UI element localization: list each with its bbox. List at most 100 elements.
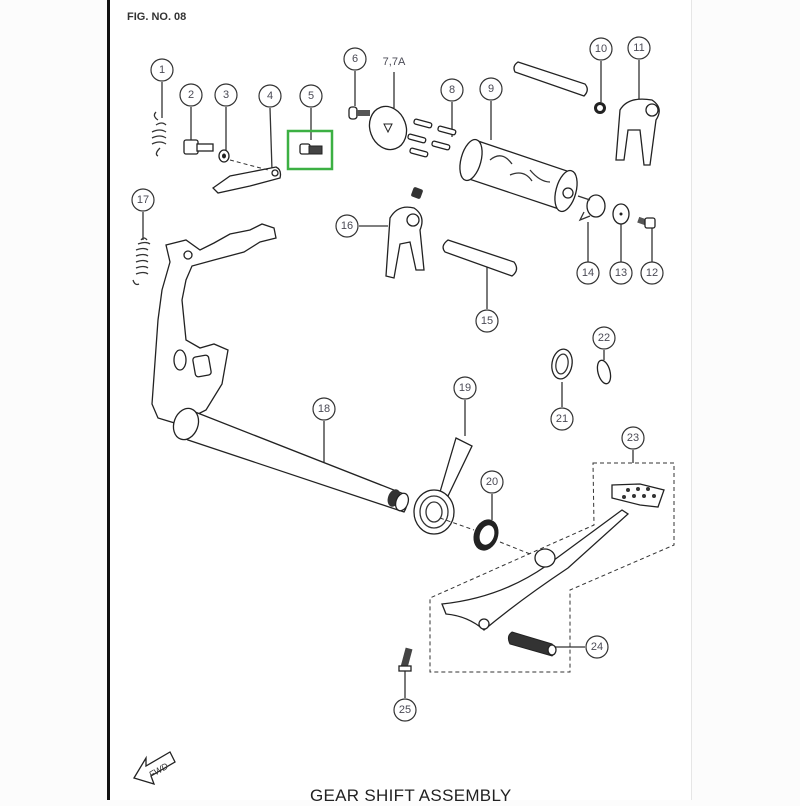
callout-label: 7,7A (383, 56, 406, 68)
callout-circle (609, 261, 633, 285)
part-pins-8 (407, 118, 457, 158)
part-bolt-5-highlighted (286, 129, 334, 171)
part-washer-24 (551, 348, 573, 380)
callout-circle (475, 309, 499, 333)
callout-label: 20 (486, 476, 498, 488)
callout-label: 4 (267, 90, 273, 102)
callout-circle (479, 77, 503, 101)
part-gear-shift-pedal-20 (429, 462, 675, 673)
part-shift-lever-arm (151, 223, 277, 425)
callout-13: 13 (609, 261, 633, 285)
part-fork-shaft-upper (513, 61, 588, 97)
callout-4: 4 (258, 84, 282, 108)
callout-5: 5 (299, 84, 323, 108)
callout-1: 1 (150, 58, 174, 82)
callout-circle (480, 470, 504, 494)
callout-circle (335, 214, 359, 238)
part-pedal-rubber-22 (507, 631, 557, 657)
callout-circle (592, 326, 616, 350)
callout-label: 16 (341, 220, 353, 232)
figure-number: FIG. NO. 08 (127, 11, 187, 23)
part-shift-shaft-18 (172, 407, 410, 513)
part-shift-drum-9 (459, 138, 578, 213)
callout-circle (150, 58, 174, 82)
callout-label: 23 (627, 432, 639, 444)
callout-label: 17 (137, 194, 149, 206)
diagram-title: GEAR SHIFT ASSEMBLY (310, 786, 512, 805)
callout-11: 11 (627, 36, 651, 60)
callout-circle (453, 376, 477, 400)
callout-label: 14 (582, 267, 594, 279)
part-segment-plate-7 (368, 105, 408, 151)
callout-15: 15 (475, 309, 499, 333)
callout-20: 20 (480, 470, 504, 494)
part-spring-1 (151, 111, 167, 157)
fwd-direction-arrow: FWD (133, 751, 176, 785)
callout-label: 24 (591, 641, 603, 653)
callout-label: 21 (556, 413, 568, 425)
callout-7-7A: 7,7A (383, 56, 406, 68)
callout-circle (550, 407, 574, 431)
callout-circle (258, 84, 282, 108)
part-circlip-25 (596, 359, 612, 385)
callout-label: 3 (223, 89, 229, 101)
callout-14: 14 (576, 261, 600, 285)
callout-19: 19 (453, 376, 477, 400)
callout-circle (214, 83, 238, 107)
part-shift-fork-16 (385, 187, 425, 279)
callout-3: 3 (214, 83, 238, 107)
callout-label: 10 (595, 43, 607, 55)
callout-label: 6 (352, 53, 358, 65)
callout-2: 2 (179, 83, 203, 107)
callout-label: 11 (633, 42, 644, 54)
callout-10: 10 (589, 37, 613, 61)
callout-label: 12 (646, 267, 658, 279)
callout-circle (589, 37, 613, 61)
callout-circle (576, 261, 600, 285)
part-stopper-lever-4 (211, 159, 282, 194)
part-spring-17 (132, 237, 151, 286)
part-bolt-2 (183, 139, 214, 155)
callout-17: 17 (131, 188, 155, 212)
callout-16: 16 (335, 214, 359, 238)
part-oil-seal-23 (439, 517, 531, 555)
callout-circle (299, 84, 323, 108)
callout-label: 1 (159, 64, 165, 76)
callout-label: 5 (308, 90, 314, 102)
callout-circle (621, 426, 645, 450)
part-roller-10 (594, 102, 606, 114)
part-shift-fork-11 (615, 98, 660, 166)
part-fork-shaft-15 (442, 239, 518, 277)
callout-8: 8 (440, 78, 464, 102)
callout-label: 18 (318, 403, 330, 415)
callout-21: 21 (550, 407, 574, 431)
part-washer-3 (218, 149, 230, 163)
part-bolt-21 (398, 647, 413, 672)
callout-label: 15 (481, 315, 493, 327)
leader-lines (142, 60, 653, 698)
callout-label: 25 (399, 704, 411, 716)
callout-22: 22 (592, 326, 616, 350)
callout-circle (627, 36, 651, 60)
callout-label: 9 (488, 83, 494, 95)
callout-circle (131, 188, 155, 212)
callout-circle (640, 261, 664, 285)
part-washer-13 (612, 203, 630, 225)
part-screw-6 (348, 106, 370, 120)
callout-label: 13 (615, 267, 627, 279)
part-bolt-12 (637, 216, 656, 229)
callout-label: 8 (449, 84, 455, 96)
callout-9: 9 (479, 77, 503, 101)
callout-18: 18 (312, 397, 336, 421)
callout-25: 25 (393, 698, 417, 722)
callout-circle (179, 83, 203, 107)
part-retainer-14 (577, 194, 606, 222)
callout-label: 19 (459, 382, 471, 394)
callout-23: 23 (621, 426, 645, 450)
callout-circle (393, 698, 417, 722)
callout-circle (343, 47, 367, 71)
callout-circle (312, 397, 336, 421)
callout-24: 24 (585, 635, 609, 659)
